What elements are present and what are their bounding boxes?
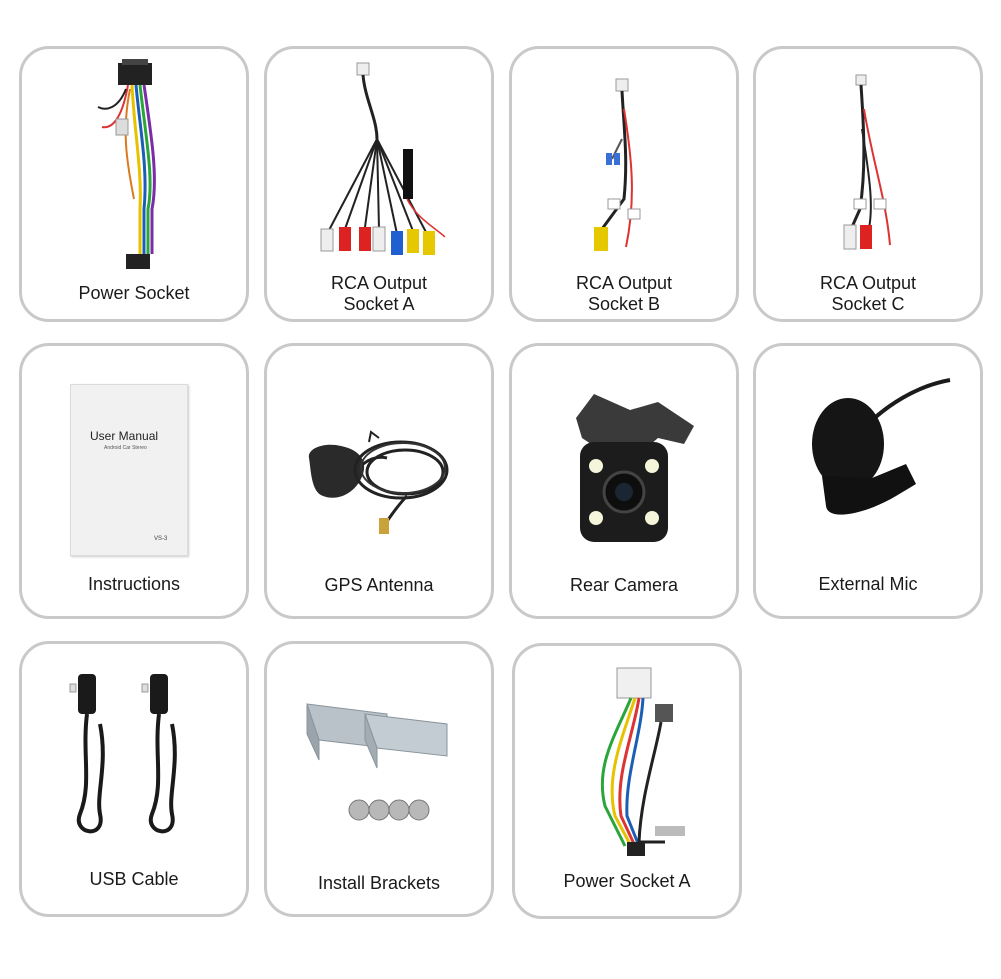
item-card-power-socket: Power Socket (19, 46, 249, 322)
rca-output-cable-a-icon (320, 62, 446, 255)
power-socket-a-harness-icon (600, 667, 685, 856)
rca-output-cable-c-icon (843, 74, 891, 250)
manual-code: VS-3 (154, 536, 168, 542)
item-label: Power Socket (78, 283, 190, 303)
power-socket-harness-icon (97, 59, 156, 269)
item-card-instructions: User Manual Android Car Stereo VS-3 Inst… (19, 343, 249, 619)
item-card-power-socket-a: Power Socket A (512, 643, 742, 919)
item-card-usb-cable: USB Cable (19, 641, 249, 917)
manual-subtitle: Android Car Stereo (104, 445, 147, 451)
item-label: Rear Camera (569, 575, 679, 595)
manual-booklet (70, 384, 188, 556)
item-label: Install Brackets (317, 873, 441, 893)
rear-camera-icon (576, 394, 694, 542)
item-card-install-brackets: Install Brackets (264, 641, 494, 917)
item-label: Instructions (87, 574, 181, 594)
item-label: GPS Antenna (324, 575, 434, 595)
item-label: Power Socket A (563, 871, 691, 891)
install-brackets-icon (306, 703, 448, 821)
external-mic-icon (812, 378, 951, 515)
manual-title: User Manual (90, 429, 159, 443)
item-card-rear-camera: Rear Camera (509, 343, 739, 619)
usb-cable-icon (69, 674, 177, 834)
gps-antenna-icon (308, 430, 449, 534)
item-card-external-mic: External Mic (753, 343, 983, 619)
item-card-gps-antenna: GPS Antenna (264, 343, 494, 619)
item-label: External Mic (818, 574, 918, 594)
rca-output-cable-b-icon (594, 78, 641, 251)
item-label: USB Cable (89, 869, 179, 889)
user-manual-icon: User Manual Android Car Stereo VS-3 (22, 346, 246, 566)
